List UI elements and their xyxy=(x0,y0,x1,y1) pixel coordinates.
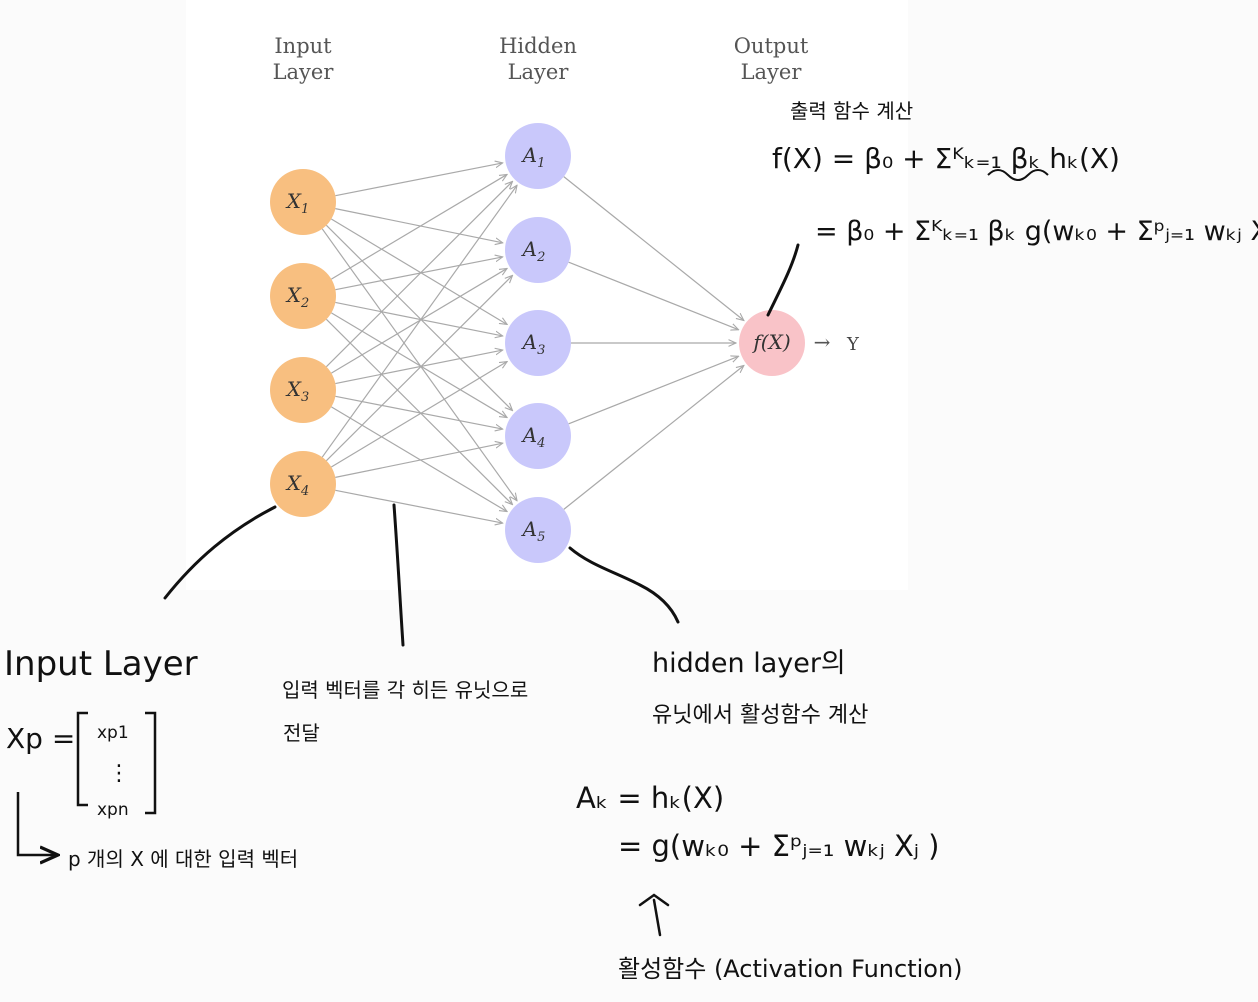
edge-x1-a3 xyxy=(330,218,507,324)
input-node-circle xyxy=(270,169,336,235)
input-node-x4: X4 xyxy=(270,451,336,517)
hidden-node-a4: A4 xyxy=(505,403,571,469)
hidden-node-circle xyxy=(505,403,571,469)
output-annotation: 출력 함수 계산 f(X) = β₀ + Σᴷₖ₌₁ βₖ hₖ(X) = β₀… xyxy=(766,99,1258,317)
input-nodes: X1 X2 X3 X4 xyxy=(270,169,336,517)
output-target-y: Y xyxy=(846,334,860,355)
edge-x2-a4 xyxy=(331,312,507,418)
hidden-node-a1: A1 xyxy=(505,123,571,189)
input-node-circle xyxy=(270,451,336,517)
hidden-node-label: A1 xyxy=(521,143,546,171)
network-edges xyxy=(321,163,744,523)
edge-x3-a2 xyxy=(331,268,507,374)
input-pointer-line xyxy=(163,505,277,600)
vector-bottom-entry: xpn xyxy=(97,800,129,820)
hidden-node-label: A2 xyxy=(521,237,546,265)
edge-x4-a3 xyxy=(330,362,507,468)
input-node-x2: X2 xyxy=(270,263,336,329)
hidden-note-line-2: 유닛에서 활성함수 계산 xyxy=(652,703,868,728)
hidden-node-circle xyxy=(505,217,571,283)
hidden-pointer-line xyxy=(568,546,680,624)
edge-x4-a2 xyxy=(325,275,512,462)
edge-a5-output xyxy=(563,365,744,510)
vector-bracket-left xyxy=(76,711,88,807)
edge-x1-a4 xyxy=(325,224,512,410)
hidden-note-line-1: hidden layer의 xyxy=(652,648,846,679)
edge-x4-a4 xyxy=(335,443,502,478)
hidden-node-a2: A2 xyxy=(505,217,571,283)
output-node-circle xyxy=(739,310,805,376)
hidden-node-circle xyxy=(505,497,571,563)
output-layer-title-line1: Output xyxy=(734,34,809,58)
input-node-label: X2 xyxy=(285,283,310,311)
edge-a4-output xyxy=(568,356,739,425)
input-node-x1: X1 xyxy=(270,169,336,235)
hidden-formula-1: Aₖ = hₖ(X) xyxy=(576,781,724,815)
edge-x2-a3 xyxy=(335,301,502,335)
output-node: f(X) → Y xyxy=(739,310,860,376)
edge-a1-output xyxy=(563,176,744,321)
hidden-annotation: hidden layer의 유닛에서 활성함수 계산 Aₖ = hₖ(X) = … xyxy=(568,546,963,983)
vector-lhs: Xp = xyxy=(6,722,75,755)
edge-annotation: 입력 벡터를 각 히든 유닛으로 전달 xyxy=(282,503,528,745)
input-note-title: Input Layer xyxy=(4,644,198,684)
input-layer-title-line2: Layer xyxy=(273,60,335,84)
activation-pointer-arrow xyxy=(638,893,670,937)
edge-x2-a5 xyxy=(325,318,512,504)
edge-x1-a2 xyxy=(335,208,502,243)
edge-x4-a5 xyxy=(335,489,502,523)
input-annotation: Input Layer Xp = xp1 ⋮ xpn p 개의 X 에 대한 입… xyxy=(4,505,298,871)
input-node-circle xyxy=(270,263,336,329)
output-note-formula-2: = β₀ + Σᴷₖ₌₁ βₖ g(wₖ₀ + Σᵖⱼ₌₁ wₖⱼ Xⱼ) xyxy=(815,216,1258,247)
edge-pointer-line xyxy=(392,503,405,647)
edge-x1-a1 xyxy=(335,163,502,197)
input-node-circle xyxy=(270,357,336,423)
vector-explain-arrow xyxy=(16,792,58,855)
input-node-label: X1 xyxy=(285,189,310,217)
edge-x3-a1 xyxy=(325,181,512,368)
input-node-label: X4 xyxy=(285,471,310,499)
layer-titles: Input Layer Hidden Layer Output Layer xyxy=(273,34,809,84)
input-layer-title-line1: Input xyxy=(274,34,332,58)
vector-dots: ⋮ xyxy=(108,761,130,786)
vector-explain-text: p 개의 X 에 대한 입력 벡터 xyxy=(68,847,298,871)
output-pointer-line xyxy=(766,243,800,317)
hidden-node-label: A3 xyxy=(521,330,546,358)
edge-note-line-2: 전달 xyxy=(283,721,320,745)
hidden-formula-2: = g(wₖ₀ + Σᵖⱼ₌₁ wₖⱼ Xⱼ ) xyxy=(618,829,939,863)
underline-squiggle xyxy=(987,169,1049,181)
output-note-title: 출력 함수 계산 xyxy=(790,99,913,123)
output-arrow: → xyxy=(814,330,831,354)
edge-a2-output xyxy=(568,261,739,330)
vector-bracket-right xyxy=(145,711,157,815)
hidden-node-label: A5 xyxy=(521,517,546,545)
edge-note-line-1: 입력 벡터를 각 히든 유닛으로 xyxy=(282,678,528,702)
edge-x3-a3 xyxy=(335,350,502,385)
hidden-node-circle xyxy=(505,310,571,376)
edge-x2-a1 xyxy=(331,174,507,280)
hidden-node-circle xyxy=(505,123,571,189)
activation-label: 활성함수 (Activation Function) xyxy=(618,955,963,983)
input-node-label: X3 xyxy=(285,377,310,405)
vector-top-entry: xp1 xyxy=(97,723,129,743)
output-note-formula-1: f(X) = β₀ + Σᴷₖ₌₁ βₖ hₖ(X) xyxy=(772,142,1120,175)
hidden-node-label: A4 xyxy=(521,423,546,451)
hidden-nodes: A1 A2 A3 A4 A5 xyxy=(505,123,571,563)
hidden-node-a3: A3 xyxy=(505,310,571,376)
edge-x4-a1 xyxy=(321,185,517,458)
edge-x2-a2 xyxy=(335,257,502,291)
hidden-node-a5: A5 xyxy=(505,497,571,563)
input-node-x3: X3 xyxy=(270,357,336,423)
output-layer-title-line2: Layer xyxy=(741,60,803,84)
edge-x3-a4 xyxy=(335,395,502,429)
edge-x1-a5 xyxy=(321,228,517,501)
edge-x3-a5 xyxy=(331,406,507,512)
hidden-layer-title-line1: Hidden xyxy=(499,34,577,58)
output-node-label: f(X) xyxy=(751,330,790,354)
hidden-layer-title-line2: Layer xyxy=(508,60,570,84)
